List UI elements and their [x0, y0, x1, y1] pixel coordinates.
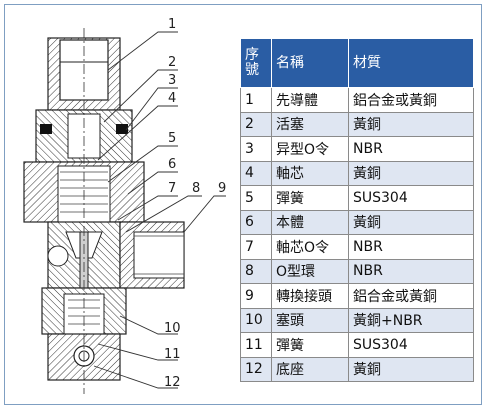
callout-7: 7	[168, 181, 176, 196]
cell-material: 鋁合金或黃銅	[348, 283, 474, 309]
table-row: 9 轉換接頭 鋁合金或黃銅	[240, 283, 474, 309]
cell-name: 塞頭	[271, 307, 349, 333]
cell-name: 彈簧	[271, 332, 349, 358]
cell-no: 1	[240, 87, 272, 113]
figure-frame	[4, 4, 482, 405]
header-material: 材質	[348, 38, 474, 88]
cell-name: 軸芯O令	[271, 234, 349, 260]
cell-material: SUS304	[348, 185, 474, 211]
callout-8: 8	[192, 181, 200, 196]
table-row: 4 軸芯 黃銅	[240, 160, 474, 186]
cell-name: 底座	[271, 356, 349, 382]
cell-no: 6	[240, 209, 272, 235]
table-row: 2 活塞 黃銅	[240, 111, 474, 137]
cell-material: NBR	[348, 234, 474, 260]
callout-1: 1	[168, 17, 176, 32]
valve-cross-section-drawing	[23, 28, 226, 394]
callout-labels: 1 2 3 4 5 6 7 8 9 10 11 12	[164, 17, 226, 390]
cell-no: 8	[240, 258, 272, 284]
cell-no: 9	[240, 283, 272, 309]
cell-material: 黃銅	[348, 111, 474, 137]
adapter-fitting	[47, 221, 185, 289]
cell-no: 7	[240, 234, 272, 260]
cell-no: 10	[240, 307, 272, 333]
callout-10: 10	[164, 321, 181, 336]
cell-name: 本體	[271, 209, 349, 235]
callout-6: 6	[168, 157, 176, 172]
callout-5: 5	[168, 131, 176, 146]
cell-no: 2	[240, 111, 272, 137]
header-no: 序 號	[240, 38, 272, 88]
leader-lines	[93, 31, 226, 389]
cell-material: NBR	[348, 136, 474, 162]
table-row: 7 軸芯O令 NBR	[240, 234, 474, 260]
cell-material: SUS304	[348, 332, 474, 358]
cell-material: 黃銅	[348, 160, 474, 186]
table-row: 12 底座 黃銅	[240, 356, 474, 382]
callout-12: 12	[164, 375, 181, 390]
parts-material-table: 序 號 名稱 材質 1 先導體 鋁合金或黃銅 2 活塞 黃銅 3 异型O令 NB…	[240, 38, 474, 382]
cell-name: 軸芯	[271, 160, 349, 186]
callout-3: 3	[168, 73, 176, 88]
cell-name: 彈簧	[271, 185, 349, 211]
table-header-row: 序 號 名稱 材質	[240, 38, 474, 88]
cell-material: 黃銅	[348, 209, 474, 235]
table-row: 1 先導體 鋁合金或黃銅	[240, 87, 474, 113]
header-no-line-2: 號	[245, 62, 259, 78]
cell-name: 活塞	[271, 111, 349, 137]
callout-2: 2	[168, 55, 176, 70]
table-row: 3 异型O令 NBR	[240, 136, 474, 162]
cell-name: 异型O令	[271, 136, 349, 162]
cell-name: 轉換接頭	[271, 283, 349, 309]
table-row: 10 塞頭 黃銅+NBR	[240, 307, 474, 333]
cell-name: 先導體	[271, 87, 349, 113]
header-no-line-1: 序	[245, 47, 259, 63]
table-row: 6 本體 黃銅	[240, 209, 474, 235]
cell-name: O型環	[271, 258, 349, 284]
callout-4: 4	[168, 91, 176, 106]
cell-no: 11	[240, 332, 272, 358]
table-row: 5 彈簧 SUS304	[240, 185, 474, 211]
callout-9: 9	[218, 181, 226, 196]
callout-11: 11	[164, 347, 181, 362]
cell-no: 4	[240, 160, 272, 186]
table-row: 8 O型環 NBR	[240, 258, 474, 284]
table-row: 11 彈簧 SUS304	[240, 332, 474, 358]
cell-material: NBR	[348, 258, 474, 284]
cell-no: 3	[240, 136, 272, 162]
cell-no: 12	[240, 356, 272, 382]
cell-material: 鋁合金或黃銅	[348, 87, 474, 113]
cell-material: 黃銅+NBR	[348, 307, 474, 333]
cell-material: 黃銅	[348, 356, 474, 382]
cell-no: 5	[240, 185, 272, 211]
header-name: 名稱	[271, 38, 349, 88]
